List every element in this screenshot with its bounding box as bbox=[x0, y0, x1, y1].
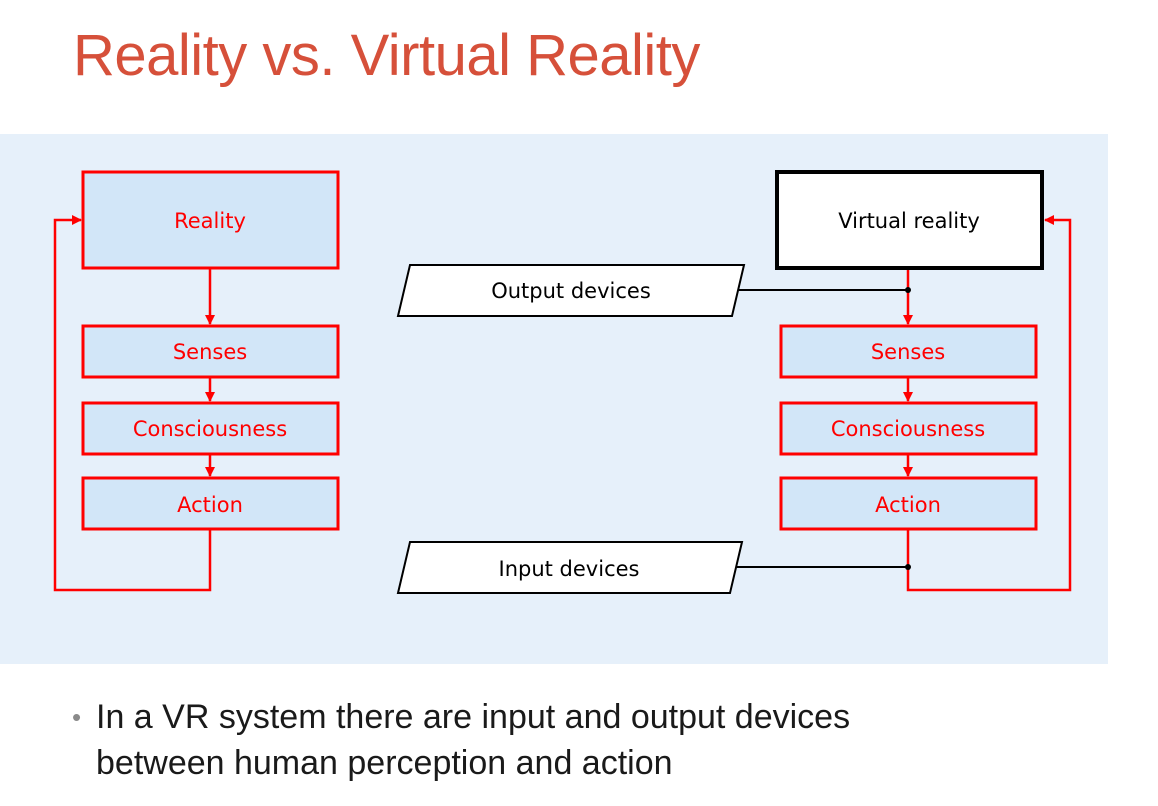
left-reality-label: Reality bbox=[174, 209, 246, 233]
bullet-dot-icon: • bbox=[72, 702, 82, 732]
output-devices-box bbox=[396, 264, 746, 317]
left-action-box bbox=[81, 476, 340, 531]
right-senses-box bbox=[779, 324, 1038, 379]
input-junction-dot bbox=[905, 564, 911, 570]
left-senses-box bbox=[81, 324, 340, 379]
virtual-reality-box bbox=[775, 170, 1044, 270]
left-consciousness-box bbox=[81, 401, 340, 456]
input-devices-box bbox=[396, 541, 744, 594]
input-devices-label: Input devices bbox=[499, 557, 640, 581]
left-feedback-loop bbox=[53, 215, 212, 592]
right-consciousness-label: Consciousness bbox=[831, 417, 985, 441]
left-action-label: Action bbox=[177, 493, 243, 517]
right-consciousness-box bbox=[779, 401, 1038, 456]
bullet-line-2: between human perception and action bbox=[96, 744, 673, 782]
right-senses-label: Senses bbox=[871, 340, 945, 364]
left-consciousness-label: Consciousness bbox=[133, 417, 287, 441]
slide-title: Reality vs. Virtual Reality bbox=[73, 23, 700, 88]
virtual-reality-label: Virtual reality bbox=[838, 209, 980, 233]
right-action-box bbox=[779, 476, 1038, 531]
left-senses-label: Senses bbox=[173, 340, 247, 364]
left-reality-box bbox=[81, 170, 340, 270]
output-devices-label: Output devices bbox=[491, 279, 651, 303]
right-action-label: Action bbox=[875, 493, 941, 517]
output-junction-dot bbox=[905, 287, 911, 293]
bullet-line-1: In a VR system there are input and outpu… bbox=[96, 698, 851, 736]
